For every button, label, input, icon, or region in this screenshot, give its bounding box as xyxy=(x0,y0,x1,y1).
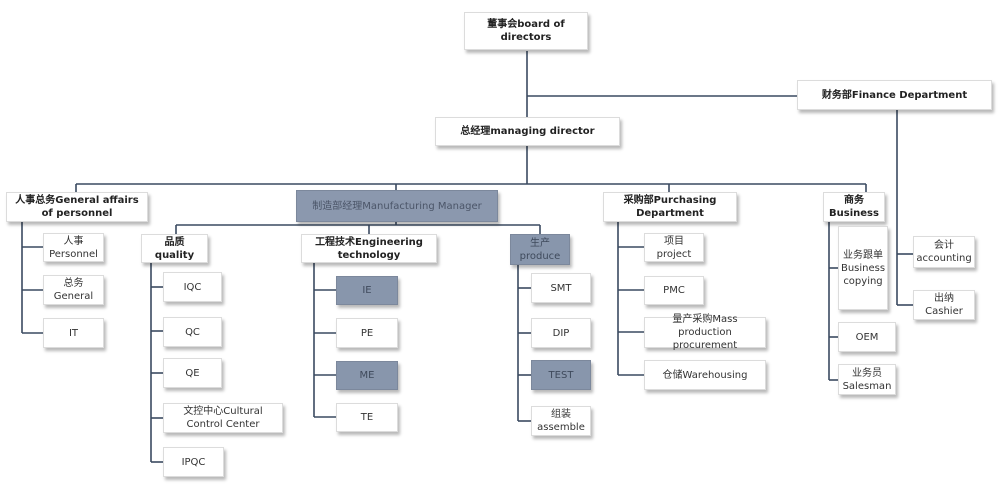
assemble-node[interactable]: 组装 assemble xyxy=(531,406,591,436)
ipqc-node[interactable]: IPQC xyxy=(163,447,224,477)
iqc-label: IQC xyxy=(183,281,202,293)
produce-label: 生产 produce xyxy=(519,237,561,262)
pe-node[interactable]: PE xyxy=(336,318,398,348)
project-label: 项目project xyxy=(656,235,692,260)
qe-label: QE xyxy=(185,367,200,379)
quality-node[interactable]: 品质quality xyxy=(141,234,208,263)
ie-node[interactable]: IE xyxy=(336,276,398,305)
it-node[interactable]: IT xyxy=(43,318,104,348)
me-node[interactable]: ME xyxy=(336,361,398,390)
hr-label: 人事总务General affairs of personnel xyxy=(15,195,139,219)
it-label: IT xyxy=(68,327,79,339)
personnel-node[interactable]: 人事 Personnel xyxy=(43,233,104,262)
smt-label: SMT xyxy=(550,282,572,294)
warehousing-node[interactable]: 仓储Warehousing xyxy=(644,360,766,390)
quality-label: 品质quality xyxy=(154,236,195,261)
ipqc-label: IPQC xyxy=(181,456,206,468)
dip-node[interactable]: DIP xyxy=(531,318,591,348)
board-label: 董事会board of directors xyxy=(487,19,565,43)
qe-node[interactable]: QE xyxy=(163,358,222,388)
eng-node[interactable]: 工程技术Engineering technology xyxy=(301,234,437,263)
purchasing-node[interactable]: 采购部Purchasing Department xyxy=(603,192,737,222)
pmc-node[interactable]: PMC xyxy=(644,276,704,305)
mass-label: 量产采购Mass production procurement xyxy=(672,314,738,351)
me-label: ME xyxy=(359,370,375,381)
accounting-label: 会计 accounting xyxy=(916,240,972,264)
salesman-node[interactable]: 业务员 Salesman xyxy=(838,364,896,395)
finance-label: 财务部Finance Department xyxy=(821,89,968,101)
purchasing-label: 采购部Purchasing Department xyxy=(623,195,717,219)
hr-node[interactable]: 人事总务General affairs of personnel xyxy=(6,192,148,222)
oem-node[interactable]: OEM xyxy=(838,322,896,352)
mass-node[interactable]: 量产采购Mass production procurement xyxy=(644,314,766,351)
ie-label: IE xyxy=(362,285,372,296)
ccc-label: 文控中心Cultural Control Center xyxy=(183,406,263,430)
dip-label: DIP xyxy=(552,327,570,339)
ccc-node[interactable]: 文控中心Cultural Control Center xyxy=(163,403,283,433)
board-node[interactable]: 董事会board of directors xyxy=(464,12,588,50)
accounting-node[interactable]: 会计 accounting xyxy=(913,236,975,268)
te-label: TE xyxy=(360,412,374,423)
mfg-label: 制造部经理Manufacturing Manager xyxy=(312,200,482,212)
project-node[interactable]: 项目project xyxy=(644,233,704,262)
bizcopy-label: 业务跟单 Business copying xyxy=(840,249,886,287)
qc-label: QC xyxy=(185,326,200,338)
te-node[interactable]: TE xyxy=(336,403,398,432)
cashier-label: 出纳Cashier xyxy=(925,293,963,317)
business-node[interactable]: 商务 Business xyxy=(823,192,885,222)
general-label: 总务General xyxy=(53,278,94,302)
business-label: 商务 Business xyxy=(829,195,879,219)
md-label: 总经理managing director xyxy=(460,126,595,137)
eng-label: 工程技术Engineering technology xyxy=(315,236,423,261)
iqc-node[interactable]: IQC xyxy=(163,272,222,302)
pmc-label: PMC xyxy=(663,285,685,296)
smt-node[interactable]: SMT xyxy=(531,273,591,303)
test-label: TEST xyxy=(548,369,574,381)
personnel-label: 人事 Personnel xyxy=(49,235,98,260)
finance-node[interactable]: 财务部Finance Department xyxy=(797,80,992,110)
produce-node[interactable]: 生产 produce xyxy=(510,234,570,265)
mfg-node[interactable]: 制造部经理Manufacturing Manager xyxy=(296,190,498,222)
assemble-label: 组装 assemble xyxy=(537,409,585,433)
oem-label: OEM xyxy=(855,331,879,343)
cashier-node[interactable]: 出纳Cashier xyxy=(913,290,975,320)
warehousing-label: 仓储Warehousing xyxy=(662,369,748,381)
pe-label: PE xyxy=(360,327,374,339)
bizcopy-node[interactable]: 业务跟单 Business copying xyxy=(838,226,888,310)
general-node[interactable]: 总务General xyxy=(43,275,104,305)
test-node[interactable]: TEST xyxy=(531,360,591,390)
md-node[interactable]: 总经理managing director xyxy=(435,117,620,146)
qc-node[interactable]: QC xyxy=(163,317,222,347)
salesman-label: 业务员 Salesman xyxy=(842,367,892,392)
